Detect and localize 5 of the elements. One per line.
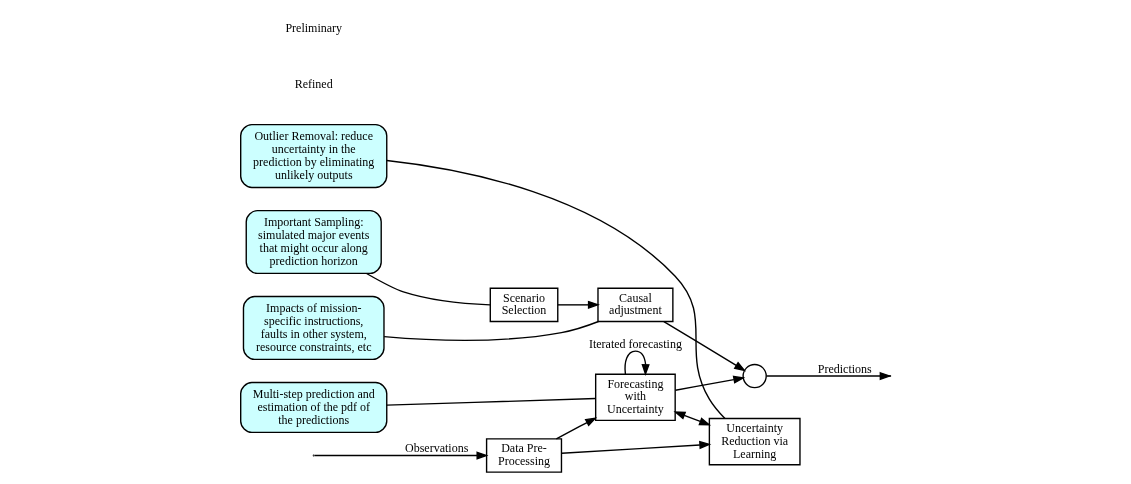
edge-label: Observations bbox=[405, 441, 469, 456]
label: Refined bbox=[294, 76, 333, 91]
edge-label: Iterated forecasting bbox=[588, 336, 682, 351]
edge-label: Predictions bbox=[817, 361, 872, 376]
label: Preliminary bbox=[285, 20, 343, 35]
